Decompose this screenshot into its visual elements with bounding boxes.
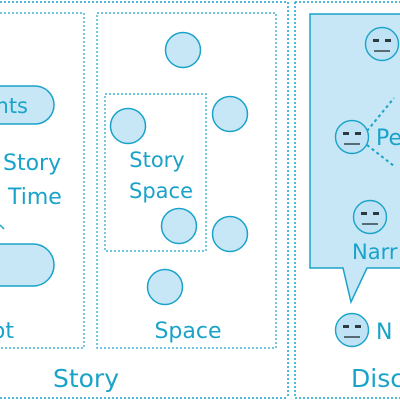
- space-entity-circle: [146, 268, 184, 306]
- story-space-label-line2: Space: [129, 179, 193, 203]
- story-time-label-line1: Story: [3, 151, 61, 176]
- neutral-face-icon: [364, 26, 400, 62]
- story-space-box-border: [104, 93, 207, 252]
- space-label: Space: [154, 319, 221, 344]
- story-space-entity-circle: [109, 107, 147, 145]
- story-space-entity-circle: [160, 207, 198, 245]
- story-panel: Story: [0, 1, 289, 399]
- narratee-label: N: [376, 320, 392, 345]
- story-space-label-line1: Story: [129, 148, 184, 172]
- persona-label: Pe: [376, 126, 400, 151]
- narrator-label: Narr: [352, 240, 398, 264]
- events-pill: [0, 85, 55, 125]
- space-entity-circle: [164, 31, 202, 69]
- neutral-face-icon: [334, 119, 370, 155]
- plot-label: ot: [0, 319, 14, 344]
- discourse-panel-label: Disc: [351, 364, 400, 393]
- neutral-face-icon: [334, 312, 370, 348]
- space-box: Story Space Space: [96, 12, 277, 349]
- plot-pill: [0, 243, 55, 287]
- story-panel-label: Story: [53, 364, 119, 393]
- story-time-label-line2: Time: [7, 185, 62, 210]
- connector-line: [366, 97, 395, 132]
- events-label: nts: [0, 94, 28, 118]
- space-entity-circle: [211, 95, 249, 133]
- neutral-face-icon: [352, 199, 388, 235]
- space-entity-circle: [211, 215, 249, 253]
- story-time-box-border: [0, 12, 85, 349]
- story-time-box: nts Story Time ot: [0, 12, 85, 349]
- space-box-border: [96, 12, 277, 349]
- time-arrow-tail: [0, 224, 5, 230]
- discourse-panel: Pe Narr N Disc: [294, 1, 400, 399]
